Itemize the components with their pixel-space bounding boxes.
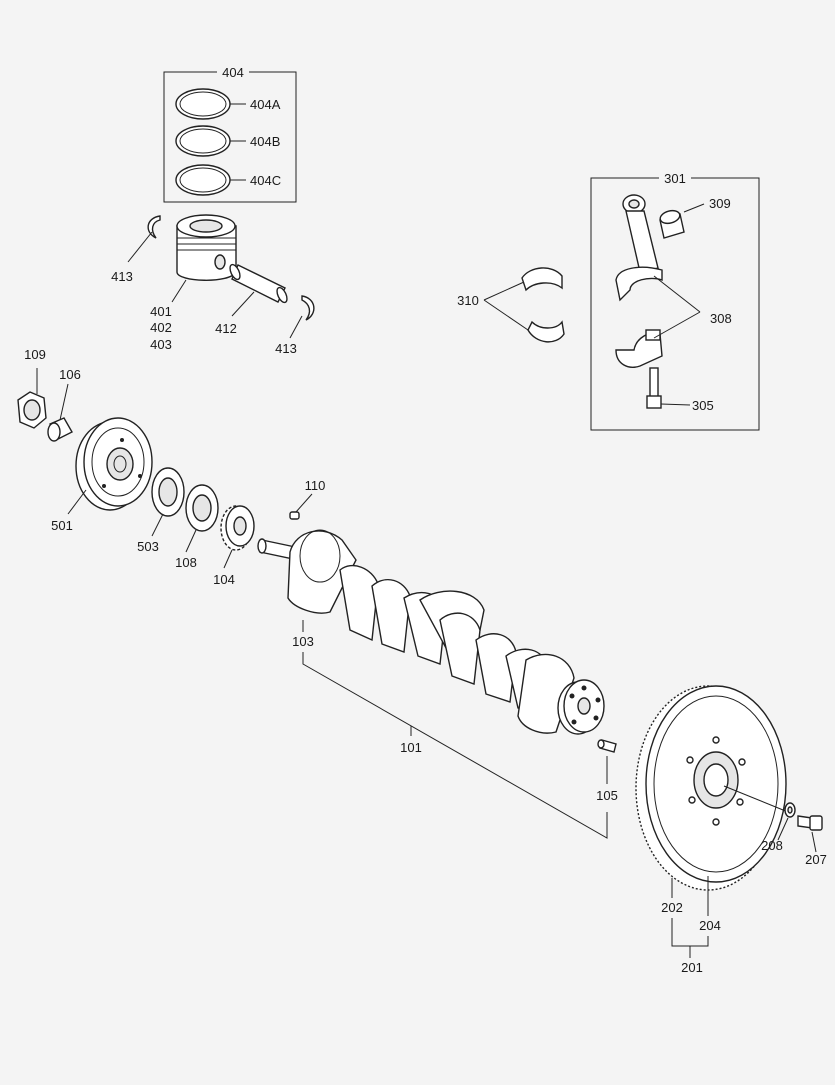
piston-ring-404b [175, 125, 231, 157]
piston-pin [229, 263, 288, 304]
label-110: 110 [305, 478, 326, 493]
connecting-rod [615, 194, 663, 302]
rod-bolt-305 [646, 367, 662, 409]
label-404a: 404A [250, 97, 281, 112]
label-401: 401 [150, 304, 172, 319]
piston-ring-404a [175, 88, 231, 120]
bushing-309 [659, 209, 685, 239]
washer-503 [151, 467, 185, 517]
piston-ring-404c [175, 164, 231, 196]
label-207: 207 [805, 852, 827, 867]
label-204: 204 [699, 918, 721, 933]
seal-108 [185, 484, 219, 532]
label-413-right: 413 [275, 341, 297, 356]
label-412: 412 [215, 321, 237, 336]
label-404c: 404C [250, 173, 281, 188]
label-404: 404 [222, 65, 244, 80]
leader-101 [302, 652, 608, 839]
label-305: 305 [692, 398, 714, 413]
label-105: 105 [596, 788, 618, 803]
label-106: 106 [59, 367, 81, 382]
label-310: 310 [457, 293, 479, 308]
spacer-106 [47, 417, 73, 442]
label-201: 201 [681, 960, 703, 975]
piston [176, 214, 237, 281]
label-103: 103 [292, 634, 314, 649]
label-309: 309 [709, 196, 731, 211]
label-104: 104 [213, 572, 235, 587]
label-413-left: 413 [111, 269, 133, 284]
washer-208 [784, 802, 796, 818]
label-402: 402 [150, 320, 172, 335]
piston-assembly: 413 401 402 403 412 413 [111, 214, 315, 356]
label-308: 308 [710, 311, 732, 326]
label-109: 109 [24, 347, 46, 362]
bolt-207 [797, 815, 823, 831]
label-301: 301 [664, 171, 686, 186]
connecting-rod-group-301: 301 309 308 305 [590, 170, 760, 431]
circlip-right [301, 295, 315, 321]
key-110 [289, 511, 300, 520]
crankshaft [257, 529, 605, 735]
dowel-105 [597, 739, 617, 753]
piston-ring-set-404: 404 404A 404B 404C [163, 64, 297, 203]
label-108: 108 [175, 555, 197, 570]
label-503: 503 [137, 539, 159, 554]
label-404b: 404B [250, 134, 280, 149]
label-403: 403 [150, 337, 172, 352]
nut-109 [17, 391, 47, 429]
label-208: 208 [761, 838, 783, 853]
label-501: 501 [51, 518, 73, 533]
flywheel-201 [635, 685, 787, 891]
damper-pulley-501 [75, 417, 153, 511]
label-101: 101 [400, 740, 422, 755]
rod-cap [615, 329, 663, 368]
gear-104 [220, 505, 255, 551]
bearing-shells-310: 310 [457, 267, 565, 343]
front-end-parts: 109 106 501 503 [17, 347, 326, 587]
label-202: 202 [661, 900, 683, 915]
